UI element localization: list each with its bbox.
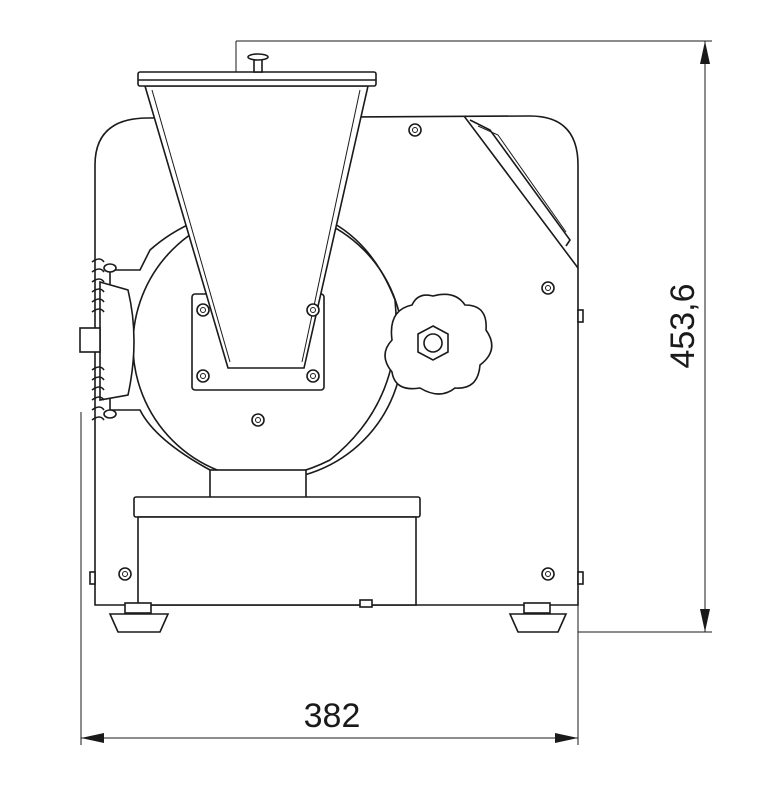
hopper bbox=[137, 53, 377, 369]
feet bbox=[108, 602, 568, 633]
side-handle bbox=[79, 258, 135, 421]
star-knob bbox=[384, 293, 493, 395]
collection-drawer bbox=[133, 469, 421, 608]
height-dimension: 453,6 bbox=[235, 40, 712, 633]
width-dimension: 382 bbox=[80, 412, 579, 745]
screws bbox=[118, 123, 555, 581]
width-label: 382 bbox=[304, 697, 361, 735]
height-label: 453,6 bbox=[664, 283, 702, 368]
